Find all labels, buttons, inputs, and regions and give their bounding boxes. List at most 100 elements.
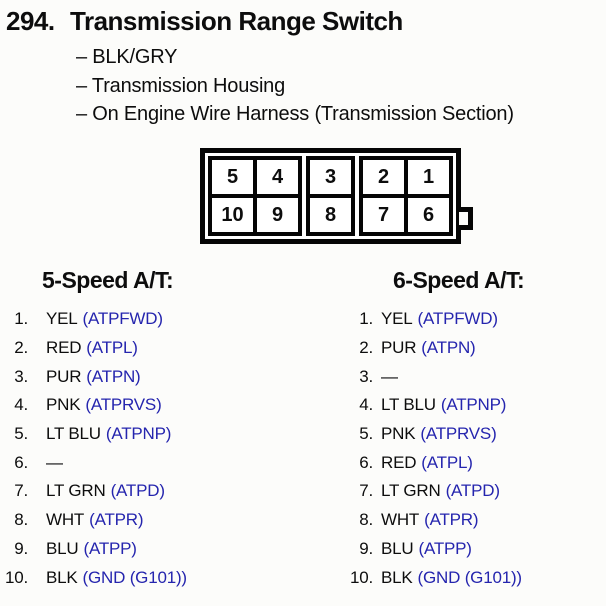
cavity-number: 4 xyxy=(271,165,284,188)
pin-number: 9. xyxy=(359,538,373,558)
signal-name: (ATPRVS) xyxy=(420,424,497,444)
wire-color: LT GRN xyxy=(381,481,441,501)
cavity-number: 6 xyxy=(422,203,435,226)
signal-name: (GND (G101)) xyxy=(417,567,523,587)
pin-number: 3. xyxy=(14,366,28,386)
wire-color: PUR xyxy=(46,366,82,386)
connector-cavity: 10 xyxy=(212,198,253,232)
pin-number: 1. xyxy=(359,309,373,329)
cavity-number: 10 xyxy=(221,203,244,226)
wire-color: PNK xyxy=(46,395,81,415)
wire-color: RED xyxy=(46,338,82,358)
wire-color: RED xyxy=(381,452,417,472)
connector-pod-left: 5 4 10 9 xyxy=(208,156,302,236)
wire-color: PNK xyxy=(381,424,416,444)
pin-row: 8. WHT(ATPR) xyxy=(0,506,300,535)
pin-number: 8. xyxy=(14,510,28,530)
pin-row: 4. LT BLU(ATPNP) xyxy=(303,391,603,420)
wire-color: BLK xyxy=(381,567,413,587)
pin-number: 2. xyxy=(359,338,373,358)
pin-row: 2.RED(ATPL) xyxy=(0,334,300,363)
pin-row: 9.BLU(ATPP) xyxy=(0,535,300,564)
pin-number: 3. xyxy=(359,366,373,386)
cavity-number: 1 xyxy=(422,165,435,188)
wire-color: LT GRN xyxy=(46,481,106,501)
pin-row: 6. — xyxy=(0,448,300,477)
cavity-number: 5 xyxy=(226,165,239,188)
page-title: Transmission Range Switch xyxy=(70,6,403,36)
pinout-column-5speed: 5-Speed A/T: 1. YEL(ATPFWD) 2.RED(ATPL) 3… xyxy=(0,266,300,592)
wire-color: — xyxy=(46,452,63,472)
wire-color: YEL xyxy=(381,309,413,329)
pin-number: 6. xyxy=(14,452,28,472)
attribute-wire-color: – BLK/GRY xyxy=(76,46,178,68)
signal-name: (ATPD) xyxy=(110,481,165,501)
cavity-number: 3 xyxy=(324,165,337,188)
wire-color: WHT xyxy=(381,510,420,530)
pin-number: 10. xyxy=(349,567,373,587)
cavity-number: 2 xyxy=(377,165,390,188)
connector-cavity: 6 xyxy=(408,198,449,232)
column-header-5speed: 5-Speed A/T: xyxy=(42,267,174,293)
pin-number: 5. xyxy=(14,424,28,444)
signal-name: (ATPL) xyxy=(421,452,473,472)
connector-cavity: 7 xyxy=(363,198,404,232)
signal-name: (ATPN) xyxy=(86,366,141,386)
wire-color: YEL xyxy=(46,309,78,329)
wire-color: PUR xyxy=(381,338,417,358)
item-number: 294. xyxy=(6,6,55,36)
column-header-6speed: 6-Speed A/T: xyxy=(393,267,525,293)
connector-cavity: 1 xyxy=(408,160,449,194)
attribute-harness: – On Engine Wire Harness (Transmission S… xyxy=(76,103,514,125)
pin-row: 1. YEL(ATPFWD) xyxy=(0,305,300,334)
pin-row: 3. PUR(ATPN) xyxy=(0,362,300,391)
pin-number: 8. xyxy=(359,510,373,530)
connector-cavity: 9 xyxy=(257,198,298,232)
wire-color: BLU xyxy=(381,538,414,558)
cavity-number: 7 xyxy=(377,203,390,226)
signal-name: (ATPNP) xyxy=(105,424,172,444)
signal-name: (ATPNP) xyxy=(440,395,507,415)
connector-cavity: 2 xyxy=(363,160,404,194)
pin-number: 7. xyxy=(359,481,373,501)
pin-number: 7. xyxy=(14,481,28,501)
wire-color: WHT xyxy=(46,510,85,530)
pin-row: 2.PUR(ATPN) xyxy=(303,334,603,363)
pin-number: 1. xyxy=(14,309,28,329)
pin-row: 5. PNK(ATPRVS) xyxy=(303,420,603,449)
signal-name: (ATPR) xyxy=(89,510,144,530)
pin-row: 4. PNK(ATPRVS) xyxy=(0,391,300,420)
signal-name: (ATPR) xyxy=(424,510,479,530)
wire-color: LT BLU xyxy=(381,395,436,415)
signal-name: (ATPP) xyxy=(418,538,472,558)
connector-lock-tab-icon xyxy=(459,207,473,230)
pin-row: 7. LT GRN(ATPD) xyxy=(0,477,300,506)
connector-cavity: 8 xyxy=(310,198,351,232)
pin-row: 10. BLK(GND (G101)) xyxy=(303,563,603,592)
pin-row: 3.— xyxy=(303,362,603,391)
connector-pod-middle: 3 8 xyxy=(306,156,355,236)
pin-list: 1.YEL(ATPFWD) 2.PUR(ATPN) 3.— 4.LT BLU(A… xyxy=(303,305,603,592)
pin-row: 7.LT GRN(ATPD) xyxy=(303,477,603,506)
signal-name: (ATPL) xyxy=(86,338,138,358)
pin-number: 5. xyxy=(359,424,373,444)
attribute-list: – BLK/GRY – Transmission Housing – On En… xyxy=(76,43,514,129)
signal-name: (ATPRVS) xyxy=(85,395,162,415)
page-heading: 294. Transmission Range Switch xyxy=(6,8,403,35)
signal-name: (GND (G101)) xyxy=(82,567,188,587)
attribute-location: – Transmission Housing xyxy=(76,74,286,97)
cavity-number: 9 xyxy=(271,203,284,226)
pin-number: 6. xyxy=(359,452,373,472)
pin-row: 10.BLK(GND (G101)) xyxy=(0,563,300,592)
pin-row: 9. BLU(ATPP) xyxy=(303,535,603,564)
connector-cavity: 5 xyxy=(212,160,253,194)
signal-name: (ATPFWD) xyxy=(82,309,163,329)
pin-number: 4. xyxy=(14,395,28,415)
pin-row: 5. LT BLU(ATPNP) xyxy=(0,420,300,449)
pin-number: 4. xyxy=(359,395,373,415)
wire-color: LT BLU xyxy=(46,424,101,444)
wire-color: BLU xyxy=(46,538,79,558)
pin-row: 1.YEL(ATPFWD) xyxy=(303,305,603,334)
pin-row: 6. RED(ATPL) xyxy=(303,448,603,477)
